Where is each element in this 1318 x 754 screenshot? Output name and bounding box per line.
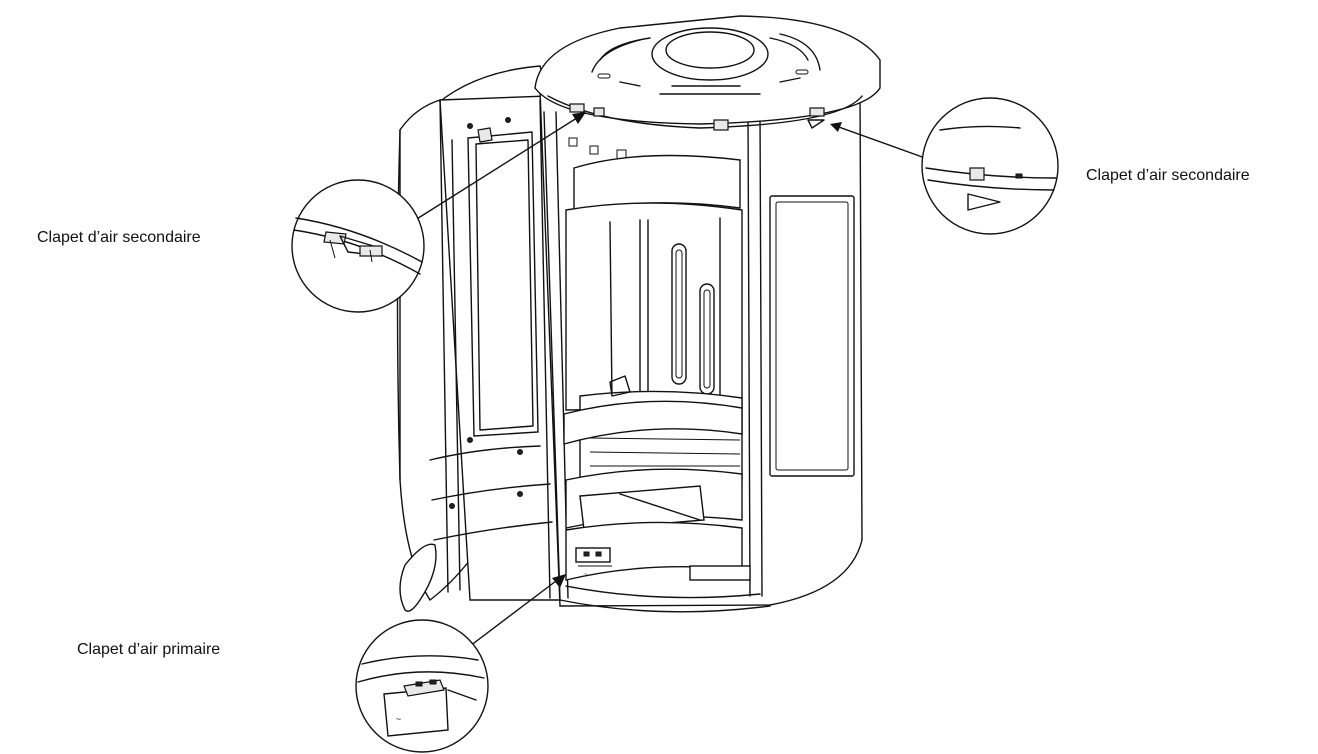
stove-body: ~ (539, 89, 863, 613)
arrow-secondary-right-head (830, 122, 842, 132)
callout-arrows (411, 112, 926, 647)
detail-circle-primary: ~ (355, 619, 489, 753)
detail-circle-secondary-right (921, 97, 1059, 235)
detail-circle-secondary-left (291, 179, 425, 313)
label-secondary-air-left: Clapet d’air secondaire (37, 229, 201, 246)
label-secondary-air-right: Clapet d’air secondaire (1086, 167, 1250, 184)
svg-text:~: ~ (584, 572, 588, 578)
open-door (396, 65, 561, 612)
label-primary-air: Clapet d’air primaire (77, 641, 221, 658)
stove-top (534, 15, 881, 131)
arrow-primary-head (552, 574, 566, 588)
svg-text:~: ~ (396, 714, 401, 724)
arrow-secondary-left-head (572, 112, 586, 124)
